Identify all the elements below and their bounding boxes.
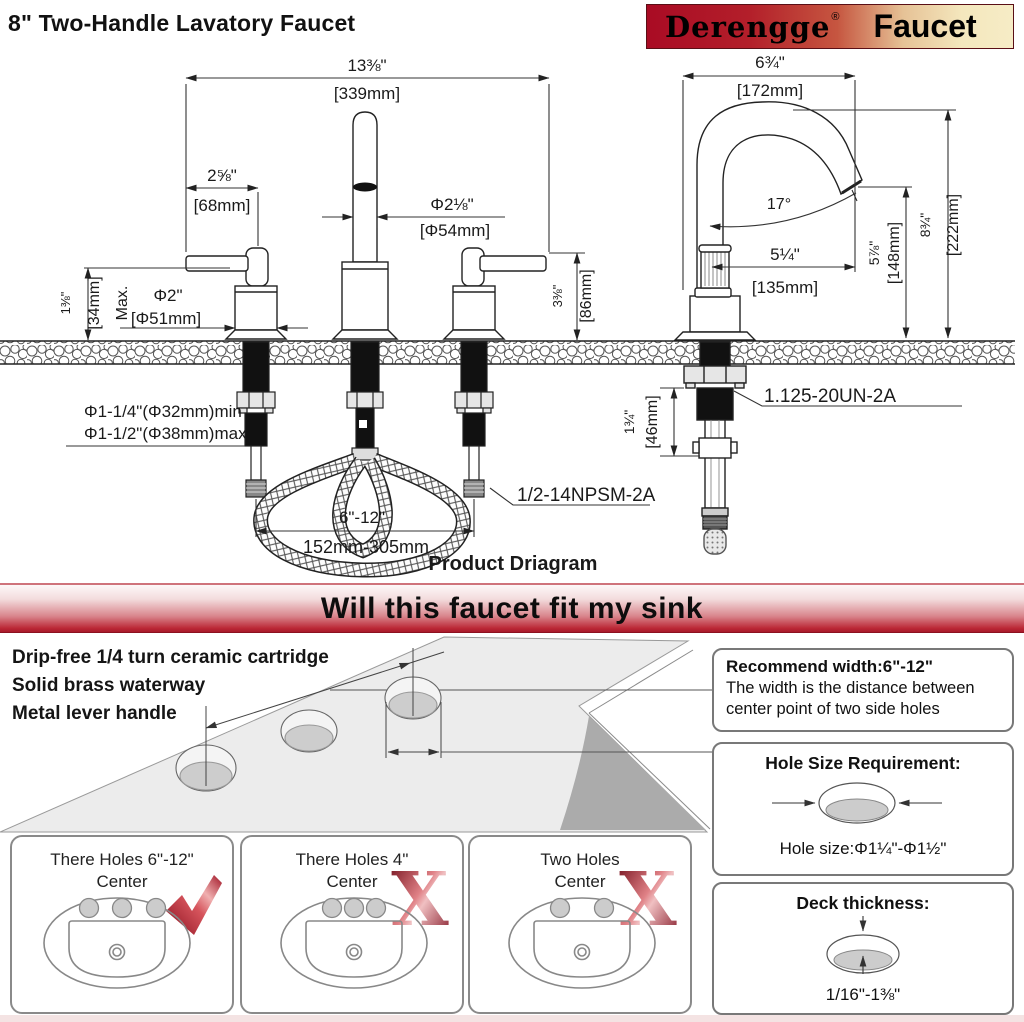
feature-item: Drip-free 1/4 turn ceramic cartridge [12,647,329,668]
side-view-dimension-labels: 6¾" [172mm] 17° 8¾" [222mm] 5⅞" [148mm] … [621,55,962,449]
sink-option-label: Center [554,872,606,891]
fit-banner: Will this faucet fit my sink [0,583,1024,633]
dim-hose-thread: 1/2-14NPSM-2A [517,485,656,506]
dim-spout-dia: Φ2⅛" [430,195,473,214]
faucet-holes [549,897,615,919]
hole-size-panel: Hole Size Requirement: Hole size:Φ1¼"-Φ1… [712,742,1014,876]
dim-shank-length: 1¾" [621,410,637,434]
page-title: 8" Two-Handle Lavatory Faucet [8,10,356,36]
recommend-width-panel: Recommend width:6"-12" The width is the … [712,648,1014,732]
dim-handle-base-dia: Φ2" [153,286,182,305]
dim-outlet-height-mm: [148mm] [886,222,903,284]
recommend-width-title: Recommend width:6"-12" [726,657,933,676]
sink-option-three-holes-wide: There Holes 6"-12" Center [10,835,234,1014]
dim-handle-offset-mm: [68mm] [194,196,251,215]
dim-shank-length-mm: [46mm] [644,395,661,448]
recommend-width-body-line2: center point of two side holes [726,700,940,718]
counter-edge-lines [588,649,711,830]
dim-spread-mm: 152mm-305mm [303,537,429,557]
deck-thickness-value: 1/16"-1⅜" [825,985,901,1004]
feature-list: Drip-free 1/4 turn ceramic cartridge Sol… [12,644,329,728]
counter-shadow [560,716,706,830]
diagram-caption: Product Driagram [429,553,598,575]
product-diagram: 13⅜" [339mm] 2⅝" [68mm] Φ2⅛" [Φ54mm] Φ2"… [0,55,1015,578]
counter-dimension-lines [205,648,445,786]
dim-spread: 6"-12" [339,508,385,527]
dim-hole-min: Φ1-1/4"(Φ32mm)min [84,402,242,421]
dim-handle-to-outlet-mm: [135mm] [752,278,818,297]
dim-width-total: 13⅜" [347,56,386,75]
aerator-ring [353,182,377,192]
hole-size-title: Hole Size Requirement: [765,753,961,773]
dim-deck-max: 1⅜" [58,291,73,314]
recommend-width-body-line1: The width is the distance between [726,679,975,697]
registered-mark-icon: ® [831,10,840,23]
sink-option-label: Two Holes [540,850,620,869]
fit-banner-text: Will this faucet fit my sink [320,591,704,625]
dim-deck-max-note: Max. [114,286,131,321]
faucet-holes [321,897,387,919]
front-view-dimensions [66,74,650,537]
faucet-holes [78,897,167,919]
sink-option-two-holes: Two Holes Center X [468,835,692,1014]
dim-reach-mm: [172mm] [737,81,803,100]
brand-logo: Derengge ® Faucet [646,4,1014,49]
dim-reach: 6¾" [755,55,785,72]
braided-supply-hoses [253,452,471,578]
deck-thickness-illustration [826,916,900,974]
brand-product: Faucet [873,8,977,44]
sink-option-label: There Holes 6"-12" [50,850,194,869]
dim-height-mm: [222mm] [945,194,962,256]
dim-handle-height: 3⅜" [550,284,565,307]
x-icon: X [619,859,677,943]
dim-handle-height-mm: [86mm] [578,269,595,322]
countertop-cross-section [0,340,1015,365]
feature-item: Metal lever handle [12,703,177,724]
svg-text:X: X [391,859,449,943]
deck-thickness-panel: Deck thickness: 1/16"-1⅜" [712,882,1014,1015]
dim-shank-thread: 1.125-20UN-2A [764,386,896,407]
side-view-dimensions [660,72,962,457]
hole-size-illustration [772,782,942,824]
dim-handle-to-outlet: 5¼" [770,245,800,264]
sink-option-label: Center [96,872,148,891]
sink-illustration [508,897,656,989]
svg-text:X: X [619,859,677,943]
dim-deck-max-mm: [34mm] [86,276,103,329]
dim-outlet-height: 5⅞" [866,241,882,265]
brand-name: Derengge [665,9,831,44]
sink-option-three-holes-4in: There Holes 4" Center X [240,835,464,1014]
dim-handle-base-dia-mm: [Φ51mm] [131,309,201,328]
dim-handle-offset: 2⅝" [207,166,237,185]
countertop-illustration [0,636,713,833]
deck-thickness-title: Deck thickness: [796,893,930,913]
x-icon: X [391,859,449,943]
sink-illustration [43,897,191,989]
front-view-dimension-labels: 13⅜" [339mm] 2⅝" [68mm] Φ2⅛" [Φ54mm] Φ2"… [58,56,656,575]
feature-item: Solid brass waterway [12,675,206,696]
front-view-faucet [185,111,547,340]
hole-size-value: Hole size:Φ1¼"-Φ1½" [779,839,947,858]
sink-illustration [280,897,428,989]
dim-spout-dia-mm: [Φ54mm] [420,221,490,240]
dim-width-total-mm: [339mm] [334,84,400,103]
bottom-strip [0,1015,1024,1022]
sink-option-label: Center [326,872,378,891]
sink-option-label: There Holes 4" [295,850,409,869]
front-under-counter-fixtures [236,341,494,498]
side-view-faucet [673,101,863,555]
dim-height: 8¾" [917,213,933,237]
dim-angle: 17° [767,196,791,213]
dim-hole-max: Φ1-1/2"(Φ38mm)max [84,424,247,443]
